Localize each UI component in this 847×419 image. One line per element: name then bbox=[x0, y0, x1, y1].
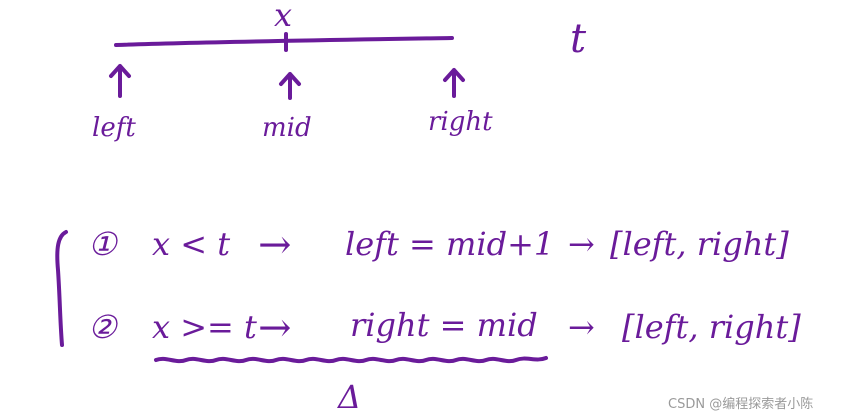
watermark: CSDN @编程探索者小陈 bbox=[668, 396, 813, 412]
case2-arrow-2: → bbox=[568, 308, 595, 346]
case1-condition: x < t bbox=[152, 225, 230, 263]
x-label: x bbox=[274, 0, 292, 34]
number-line bbox=[114, 36, 454, 47]
right-label: right bbox=[428, 107, 493, 137]
case2-condition: x >= t bbox=[152, 308, 257, 346]
case1-update: left = mid+1 bbox=[345, 225, 554, 263]
case2-update: right = mid bbox=[350, 306, 538, 344]
delta-symbol: Δ bbox=[336, 378, 361, 416]
t-label: t bbox=[570, 16, 587, 62]
case1-interval: [left, right] bbox=[610, 225, 789, 263]
left-label: left bbox=[92, 113, 136, 143]
case-brace bbox=[55, 230, 68, 347]
mid-arrow bbox=[279, 72, 301, 100]
case1-arrow-2: → bbox=[568, 225, 595, 263]
wavy-underline bbox=[154, 356, 548, 364]
right-arrow bbox=[443, 68, 465, 98]
left-arrow bbox=[109, 64, 131, 98]
case1-marker: ① bbox=[88, 225, 119, 263]
case2-marker: ② bbox=[88, 308, 119, 346]
case2-interval: [left, right] bbox=[622, 308, 801, 346]
case2-arrow: → bbox=[258, 305, 292, 351]
mid-label: mid bbox=[262, 113, 312, 143]
case1-arrow: → bbox=[258, 222, 292, 268]
